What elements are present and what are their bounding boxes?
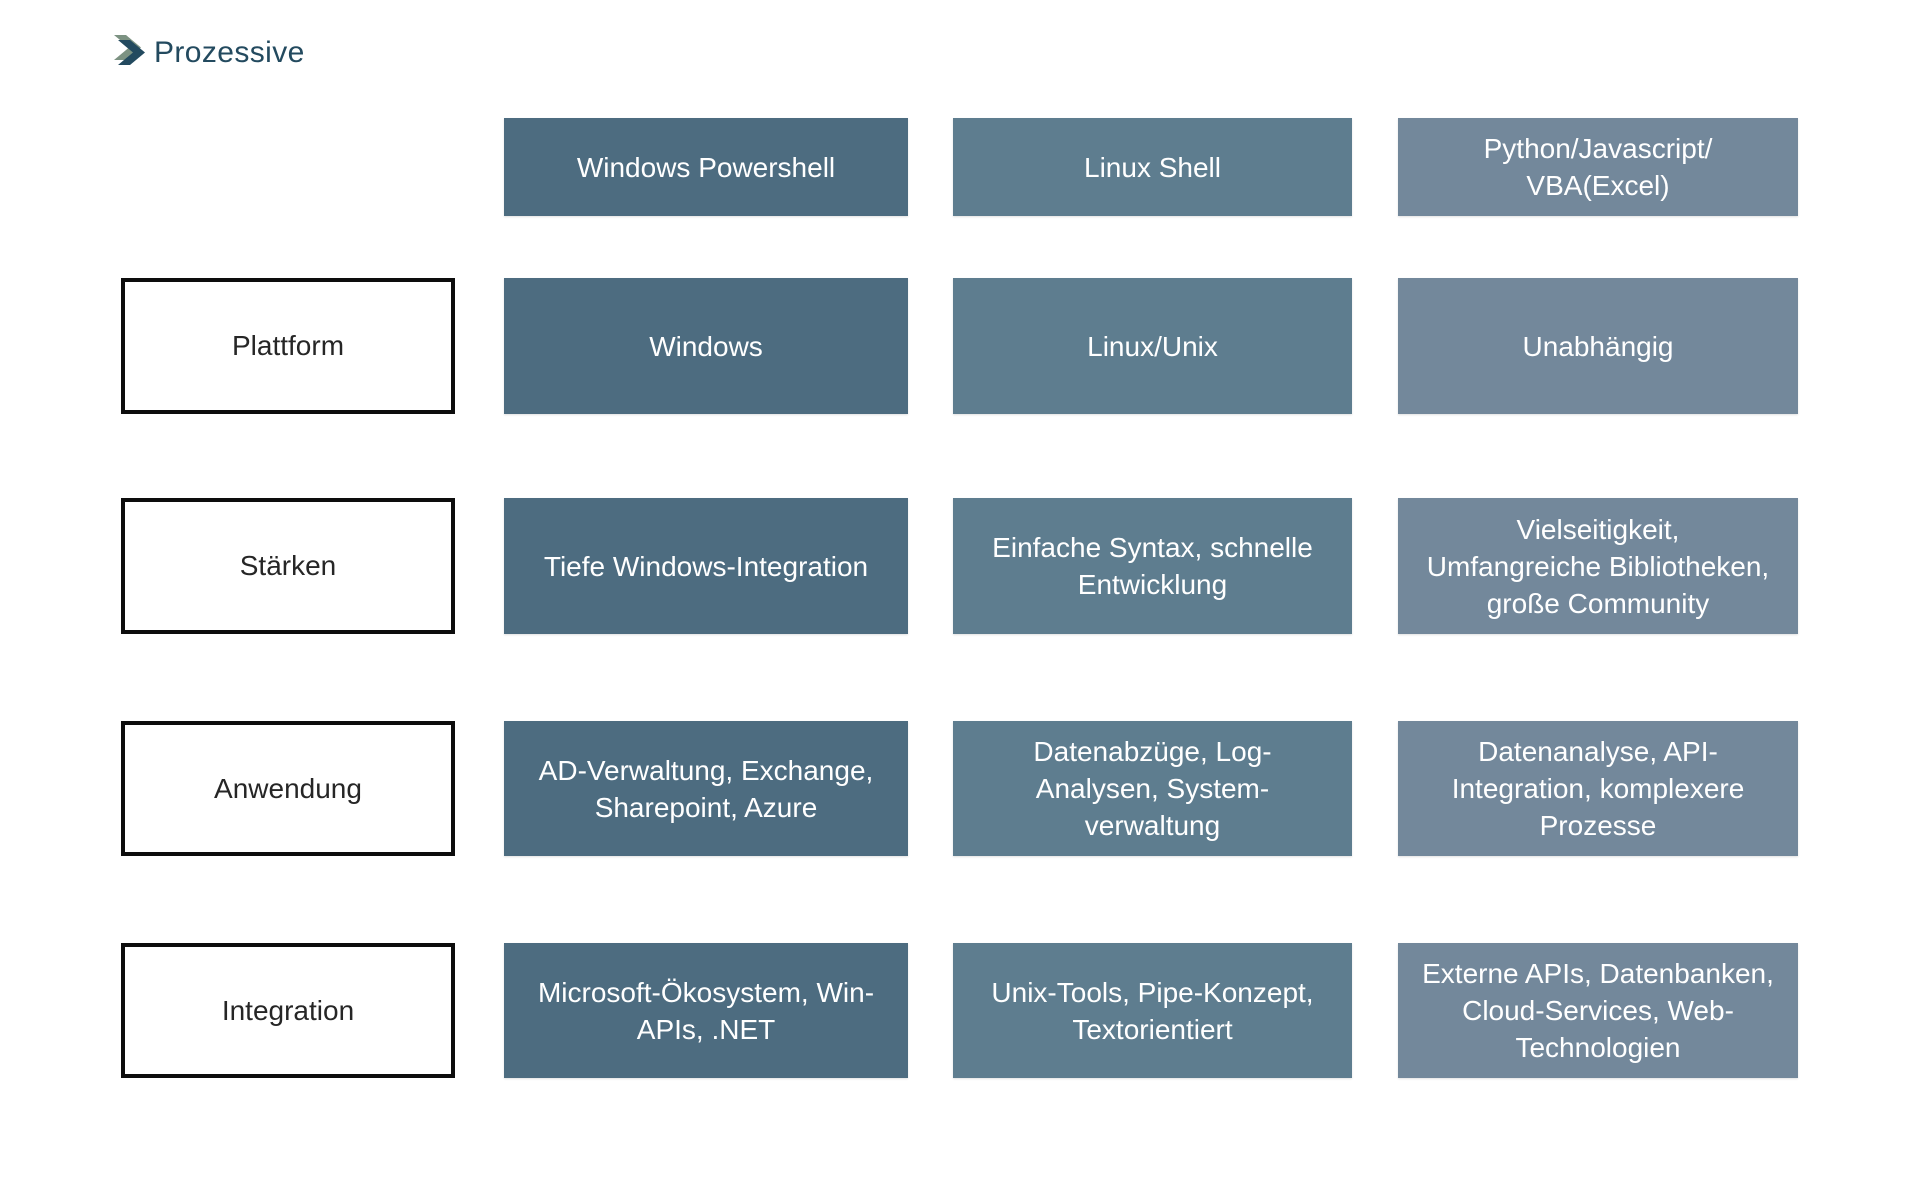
table-row-anwendung: Anwendung AD-Verwaltung, Exchange, Share… [121,721,1798,856]
cell-anwendung-linux-shell: Datenabzüge, Log- Analysen, System- verw… [953,721,1352,856]
brand-logo: Prozessive [113,35,305,70]
row-label-anwendung: Anwendung [121,721,455,856]
chevron-front-shape [118,40,145,65]
cell-plattform-linux-shell: Linux/Unix [953,278,1352,414]
cell-plattform-windows-powershell: Windows [504,278,908,414]
double-chevron-right-icon [114,35,145,65]
cell-plattform-python: Unabhängig [1398,278,1798,414]
column-header-windows-powershell: Windows Powershell [504,118,908,216]
column-header-python-javascript-vba: Python/Javascript/ VBA(Excel) [1398,118,1798,216]
cell-integration-python: Externe APIs, Datenbanken, Cloud-Service… [1398,943,1798,1078]
header-spacer [121,118,455,216]
table-row-staerken: Stärken Tiefe Windows-Integration Einfac… [121,498,1798,634]
cell-integration-windows-powershell: Microsoft-Ökosystem, Win- APIs, .NET [504,943,908,1078]
brand-name: Prozessive [154,35,305,69]
cell-staerken-python: Vielseitigkeit, Umfangreiche Bibliotheke… [1398,498,1798,634]
row-label-integration: Integration [121,943,455,1078]
column-header-row: Windows Powershell Linux Shell Python/Ja… [121,118,1798,216]
row-label-plattform: Plattform [121,278,455,414]
cell-anwendung-python: Datenanalyse, API- Integration, komplexe… [1398,721,1798,856]
cell-integration-linux-shell: Unix-Tools, Pipe-Konzept, Textorientiert [953,943,1352,1078]
cell-staerken-linux-shell: Einfache Syntax, schnelle Entwicklung [953,498,1352,634]
column-header-linux-shell: Linux Shell [953,118,1352,216]
cell-staerken-windows-powershell: Tiefe Windows-Integration [504,498,908,634]
table-row-integration: Integration Microsoft-Ökosystem, Win- AP… [121,943,1798,1078]
cell-anwendung-windows-powershell: AD-Verwaltung, Exchange, Sharepoint, Azu… [504,721,908,856]
table-row-plattform: Plattform Windows Linux/Unix Unabhängig [121,278,1798,414]
row-label-staerken: Stärken [121,498,455,634]
